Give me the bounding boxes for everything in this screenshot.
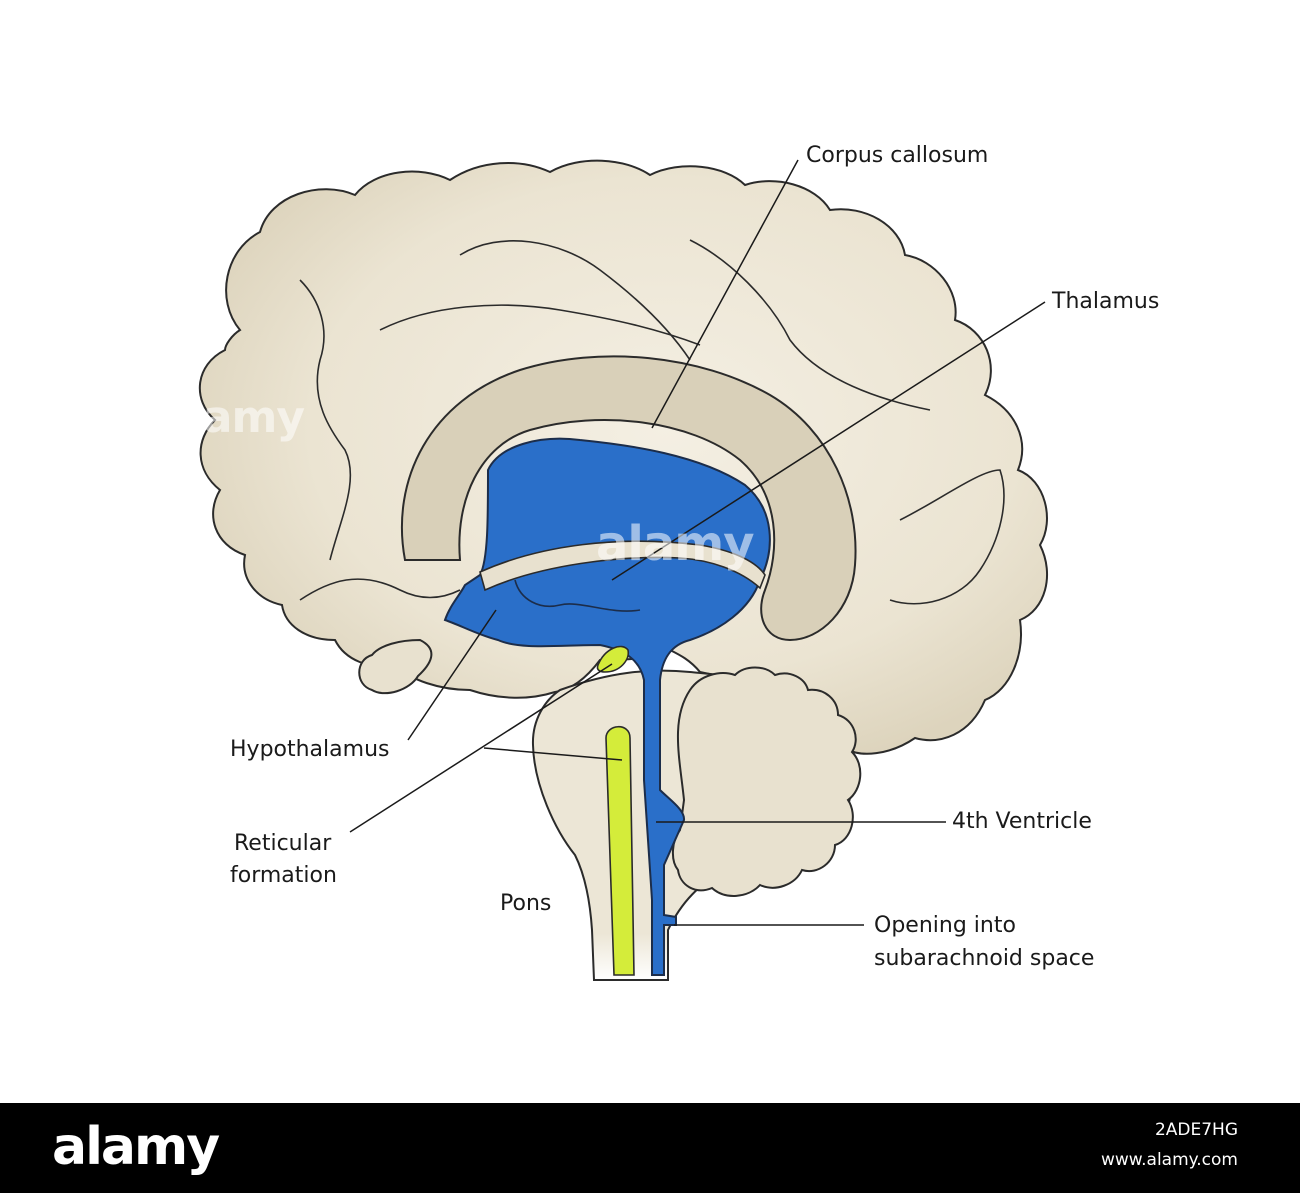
watermark-left: alamy: [160, 392, 305, 443]
leader-hypothalamus: [407, 609, 497, 741]
brain-diagram: [198, 159, 1049, 981]
label-pons: Pons: [500, 891, 552, 916]
reticular-upper: [596, 645, 630, 673]
pituitary: [358, 638, 433, 695]
label-corpus-callosum: Corpus callosum: [806, 143, 989, 168]
footer-image-id: 2ADE7HG: [1154, 1120, 1238, 1140]
thalamus-band: [479, 540, 766, 592]
footer-site: www.alamy.com: [1100, 1150, 1238, 1170]
watermark-footer: alamy 2ADE7HG www.alamy.com: [0, 1103, 1300, 1193]
gyrus-line-2: [459, 240, 691, 361]
leader-thalamus: [611, 301, 1046, 581]
gyrus-line-3: [689, 239, 931, 411]
corpus-callosum-region: [400, 355, 857, 642]
label-hypothalamus: Hypothalamus: [230, 737, 390, 762]
cerebellum: [672, 666, 862, 897]
watermark-center: alamy: [596, 516, 755, 572]
gyrus-line-6: [299, 578, 461, 601]
thalamus-inner-line: [514, 579, 641, 612]
label-opening-line1: Opening into: [874, 913, 1016, 938]
label-opening-line2: subarachnoid space: [874, 946, 1095, 971]
label-fourth-ventricle: 4th Ventricle: [952, 809, 1092, 834]
gyrus-line-5: [889, 469, 1005, 605]
leader-pons-a: [483, 747, 623, 761]
gyrus-line-1: [299, 279, 352, 561]
leader-corpus-callosum: [651, 159, 799, 429]
reticular-formation: [605, 725, 635, 976]
footer-logo: alamy: [52, 1117, 220, 1177]
label-reticular-line2: formation: [230, 863, 337, 888]
leader-reticular: [349, 663, 613, 833]
label-reticular-line1: Reticular: [234, 831, 332, 856]
gyrus-line-4: [379, 304, 701, 346]
label-thalamus: Thalamus: [1052, 289, 1160, 314]
